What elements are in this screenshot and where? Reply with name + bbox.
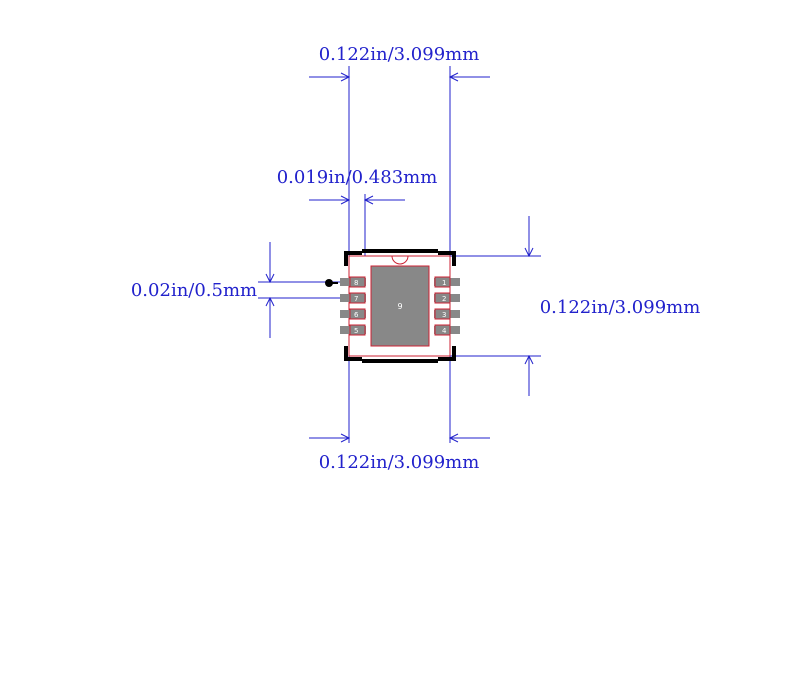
pin-pad (349, 308, 366, 320)
pitch-label: 0.02in/0.5mm (131, 280, 257, 301)
exposed-pad-label: 9 (397, 302, 402, 311)
pin1-notch (391, 255, 409, 265)
pin-number: 7 (354, 295, 358, 303)
top-width-dimension: 0.122in/3.099mm (309, 44, 490, 256)
silkscreen-bottom-right (438, 346, 456, 361)
height-label: 0.122in/3.099mm (540, 297, 701, 318)
pin-pad (349, 292, 366, 304)
silkscreen-bottom-left (344, 346, 362, 361)
bottom-width-label: 0.122in/3.099mm (319, 452, 480, 473)
pin-pad (434, 276, 451, 288)
pitch-dimension: 0.02in/0.5mm (131, 242, 352, 338)
bottom-width-dimension: 0.122in/3.099mm (309, 356, 490, 473)
body-outline (348, 255, 451, 357)
silkscreen-top-right (438, 251, 456, 266)
pin-number: 3 (442, 311, 446, 319)
pin-number: 4 (442, 327, 447, 335)
pin-width-label: 0.019in/0.483mm (277, 167, 438, 188)
left-pins: 8 7 6 5 (340, 276, 366, 336)
exposed-pad (370, 265, 430, 347)
pin-pad (434, 292, 451, 304)
top-width-label: 0.122in/3.099mm (319, 44, 480, 65)
pin-pad (434, 324, 451, 336)
right-pins: 1 2 3 4 (434, 276, 460, 336)
pin-pad (349, 276, 366, 288)
pin-number: 6 (354, 311, 359, 319)
pin-pad (434, 308, 451, 320)
package-body: 9 8 7 6 5 1 2 3 (325, 249, 460, 363)
pin-pad (349, 324, 366, 336)
pin-width-dimension: 0.019in/0.483mm (277, 167, 438, 256)
height-dimension: 0.122in/3.099mm (450, 216, 700, 396)
pin-number: 1 (442, 279, 446, 287)
pin-number: 5 (354, 327, 358, 335)
pin-number: 8 (354, 279, 358, 287)
pin-number: 2 (442, 295, 446, 303)
silkscreen-top-left (344, 251, 362, 266)
